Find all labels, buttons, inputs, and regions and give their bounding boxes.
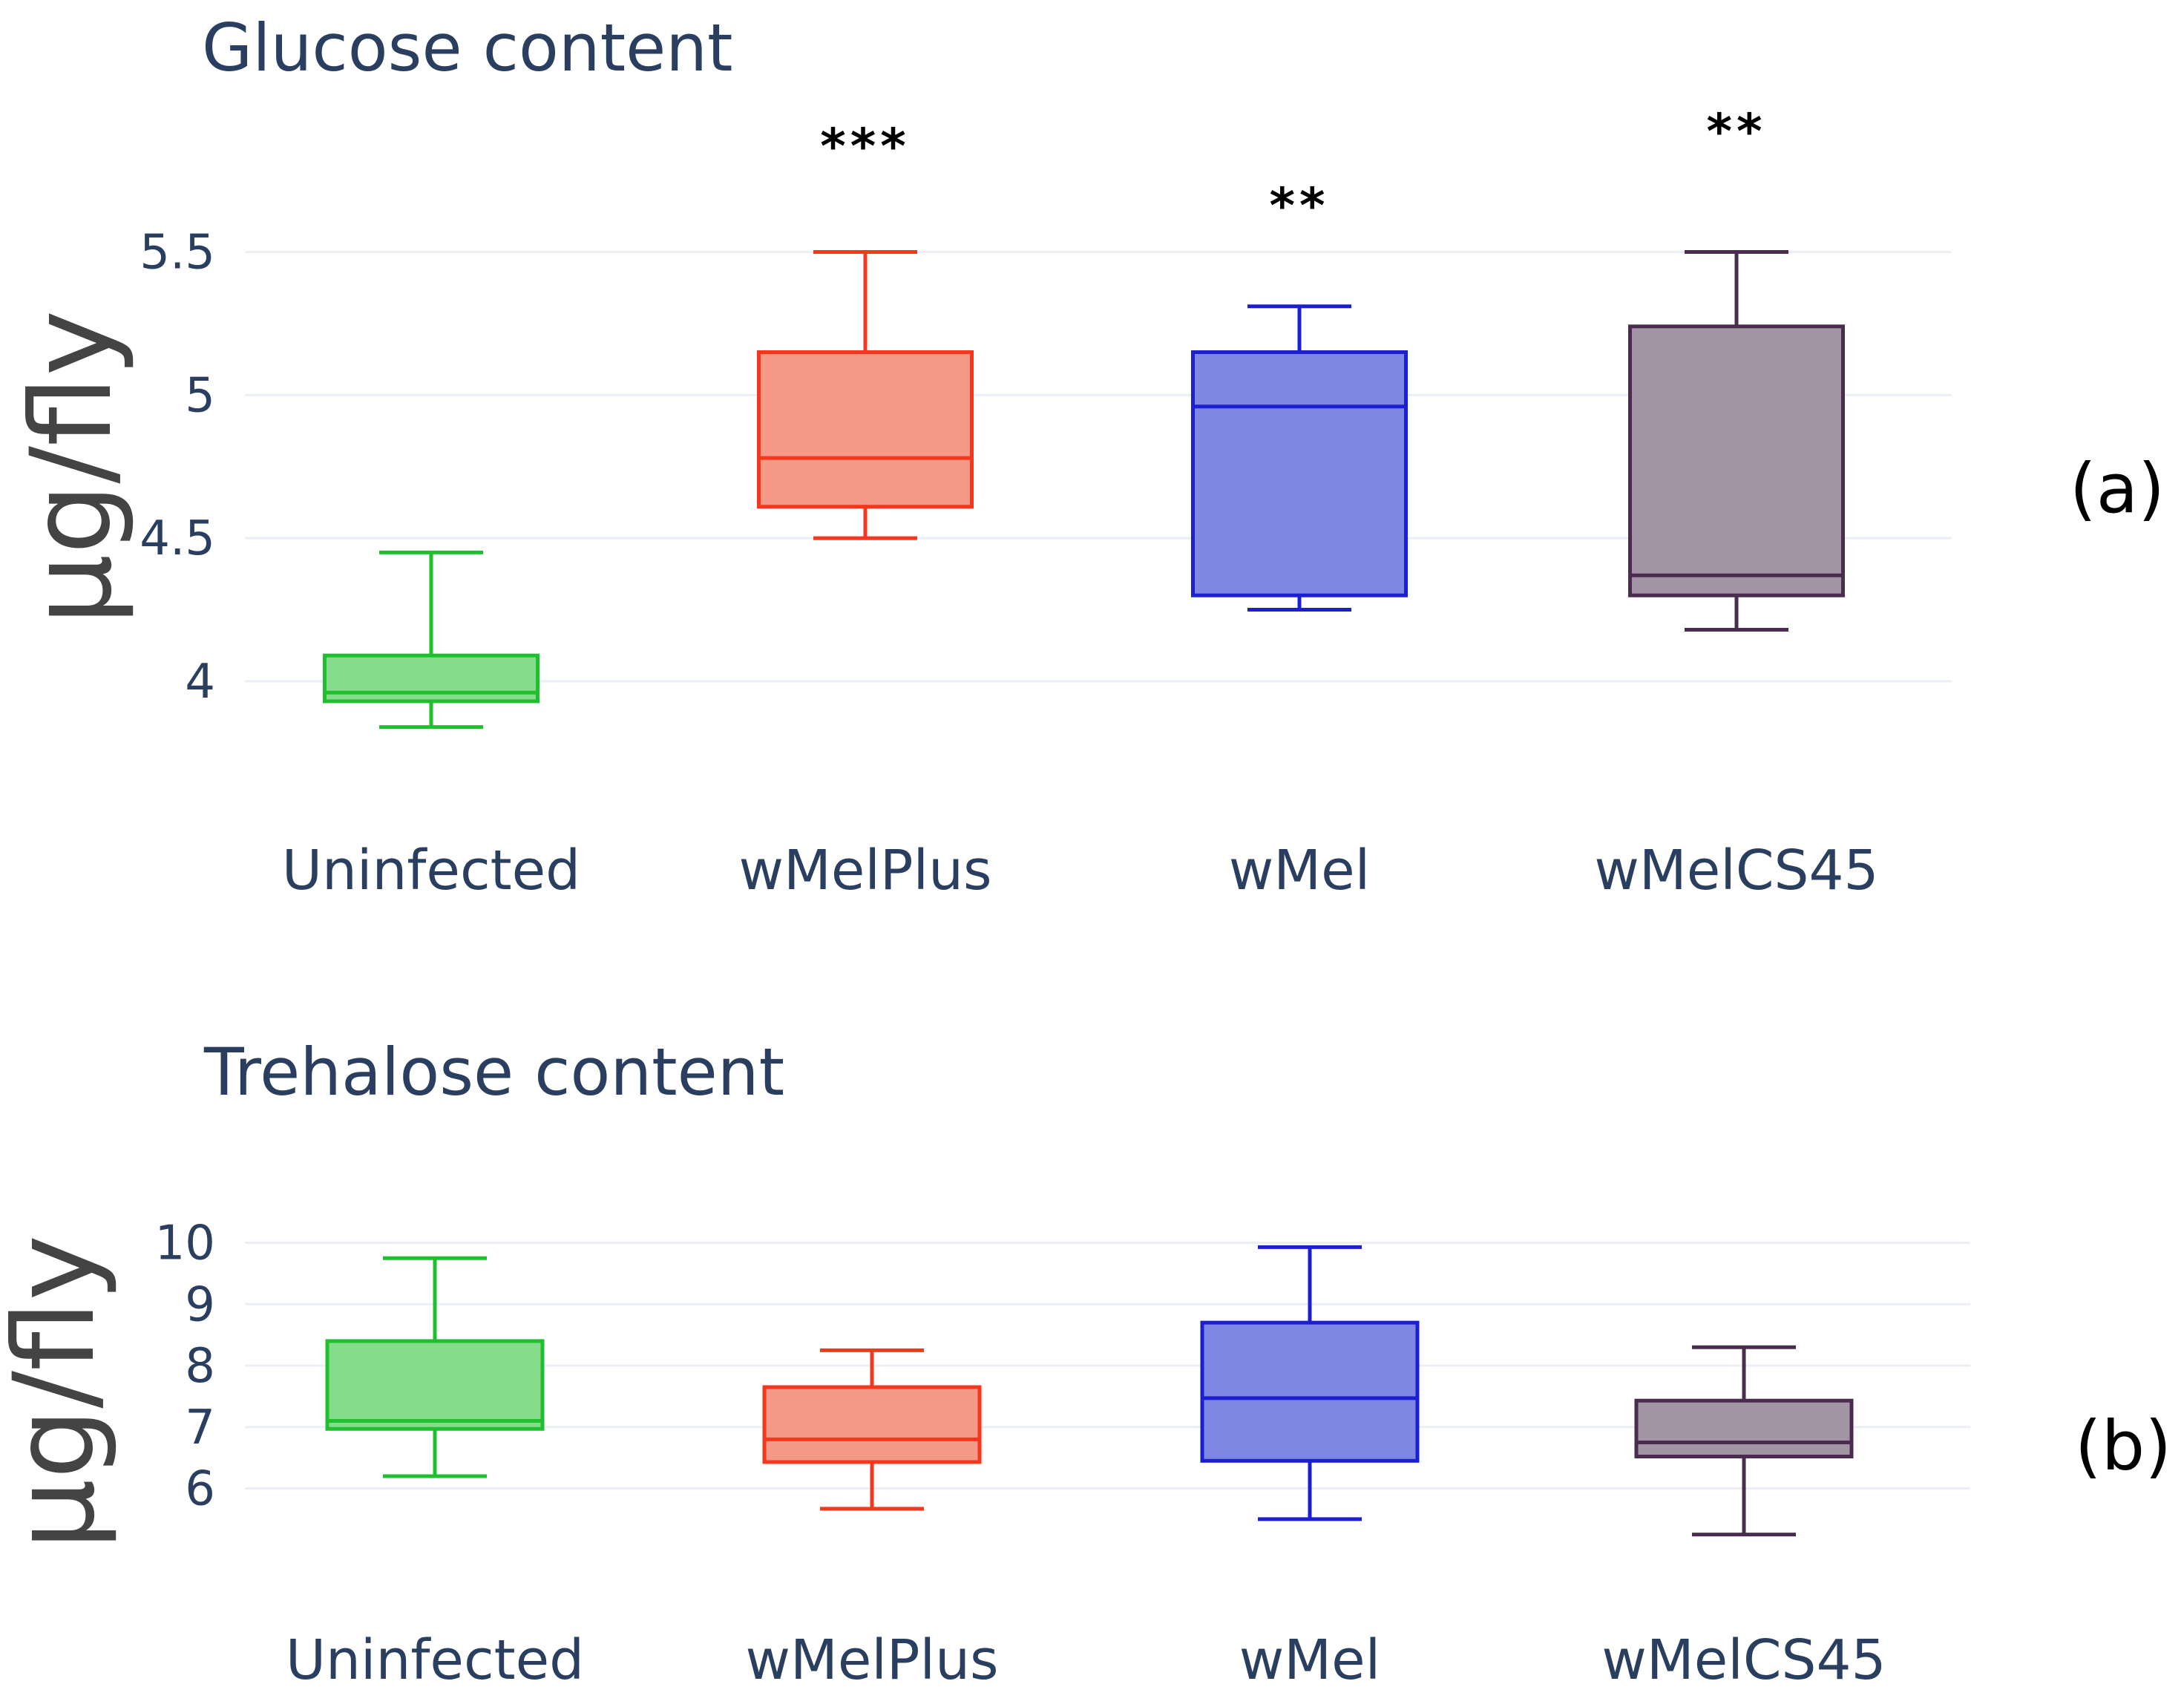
- x-tick-label: wMelPlus: [745, 1628, 998, 1692]
- iqr-box: [1634, 1398, 1854, 1459]
- y-tick-label: 10: [155, 1216, 215, 1271]
- glucose-y-axis-label: μg/fly: [7, 310, 137, 625]
- panel-label-a: (a): [2070, 449, 2165, 528]
- box-wmel: [1191, 304, 1408, 612]
- iqr-box: [325, 1339, 545, 1431]
- y-tick-label: 5.5: [140, 226, 215, 281]
- box-uninfected: [323, 550, 540, 730]
- y-tick-label: 5: [185, 368, 215, 423]
- x-tick-label: Uninfected: [286, 1628, 584, 1692]
- iqr-box: [1191, 350, 1408, 597]
- y-tick-label: 9: [185, 1277, 215, 1332]
- glucose-title: Glucose content: [202, 10, 733, 86]
- x-tick-label: Uninfected: [282, 839, 580, 902]
- y-tick-label: 8: [185, 1339, 215, 1394]
- trehalose-title: Trehalose content: [203, 1034, 784, 1110]
- y-tick-label: 7: [185, 1400, 215, 1455]
- iqr-box: [757, 350, 974, 509]
- box-wmel: [1200, 1245, 1420, 1521]
- significance-label: **: [1706, 103, 1766, 160]
- x-tick-label: wMelCS45: [1601, 1628, 1886, 1692]
- trehalose-y-axis-label: μg/fly: [0, 1235, 119, 1550]
- box-wmelcs45: [1634, 1345, 1854, 1537]
- y-tick-label: 4.5: [140, 511, 215, 566]
- box-wmelplus: [757, 250, 974, 540]
- box-uninfected: [325, 1256, 545, 1478]
- box-wmelcs45: [1628, 250, 1845, 632]
- significance-label: ***: [820, 118, 911, 175]
- x-tick-label: wMelCS45: [1594, 839, 1878, 902]
- y-tick-label: 6: [185, 1462, 215, 1517]
- box-wmelplus: [762, 1348, 982, 1511]
- x-tick-label: wMel: [1239, 1628, 1380, 1692]
- iqr-box: [1200, 1320, 1420, 1463]
- y-tick-label: 4: [185, 655, 215, 710]
- glucose-panel: Glucose content μg/fly (a) 4 4.5 5 5.5 Unin…: [7, 10, 2165, 902]
- x-tick-label: wMel: [1229, 839, 1370, 902]
- iqr-box: [1628, 324, 1845, 597]
- x-tick-label: wMelPlus: [738, 839, 991, 902]
- iqr-box: [762, 1385, 982, 1464]
- panel-label-b: (b): [2075, 1406, 2171, 1486]
- trehalose-panel: Trehalose content μg/fly (b) 6 7 8 9 10 Unin…: [0, 1034, 2171, 1692]
- significance-label: **: [1269, 177, 1329, 235]
